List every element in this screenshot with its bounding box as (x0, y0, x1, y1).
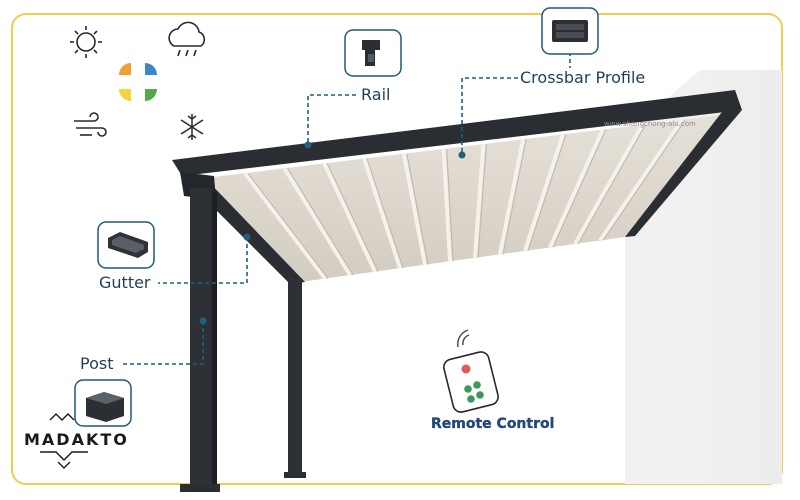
crossbar-slat (498, 138, 526, 255)
post-base (180, 484, 220, 492)
crossbar-profile-label: Crossbar Profile (520, 68, 646, 87)
crossbar-slat-shadow (366, 158, 404, 269)
wind-icon (74, 112, 107, 137)
top-rail-beam (172, 90, 742, 176)
crossbar-slat-shadow (527, 134, 567, 252)
rail-label: Rail (361, 85, 391, 104)
madakto-logo-text: MADAKTO (24, 430, 129, 449)
crossbar-slat (548, 128, 605, 249)
rail-leader (307, 94, 358, 142)
madakto-emblem (40, 413, 88, 469)
crossbar-slat-shadow (287, 168, 354, 276)
crossbar-slat (322, 162, 377, 273)
snowflake-icon (180, 114, 204, 140)
gutter-leader (158, 237, 248, 284)
front-post (190, 188, 212, 492)
crossbar-slat (282, 167, 352, 277)
remote-control-icon (443, 329, 499, 413)
front-post-shade (212, 192, 217, 492)
crossbar-slat (362, 157, 402, 269)
crossbar-slat-shadow (326, 163, 379, 272)
rear-post-base (284, 472, 306, 478)
crossbar-slat-shadow (247, 172, 329, 279)
crossbar-leader (461, 77, 518, 152)
post-leader (121, 321, 204, 365)
petal-yellow (119, 89, 131, 101)
crossbar-slat (523, 133, 565, 252)
crossbar-slat-shadow (446, 148, 454, 262)
fabric-canopy (205, 115, 722, 282)
watermark-text: www.shangchong-alu.com (604, 120, 696, 128)
gutter-callout (97, 221, 155, 269)
petal-blue (145, 63, 157, 75)
crossbar-slat-shadow (477, 144, 487, 258)
rear-post (288, 278, 302, 476)
remote-control-label: Remote Control (431, 416, 555, 432)
crossbar-slat-shadow (406, 153, 429, 265)
post-callout (74, 379, 132, 427)
sun-icon (70, 26, 102, 58)
leader-dots (199, 141, 466, 325)
crossbar-slat-shadow (577, 124, 646, 245)
crossbar-slat (473, 143, 486, 258)
crossbar-slats (243, 118, 686, 280)
gutter-label: Gutter (99, 273, 151, 292)
crossbar-slat-shadow (502, 139, 527, 255)
cloud-rain-icon (168, 21, 206, 57)
petal-orange (119, 63, 131, 75)
crossbar-slat (401, 153, 427, 266)
rail-callout (344, 29, 402, 77)
crossbar-slat (598, 118, 684, 242)
crossbar-slat (573, 123, 645, 245)
right-beam (625, 110, 742, 237)
crossbar-slat (441, 148, 452, 262)
crossbar-slat (243, 171, 327, 280)
post-label: Post (80, 354, 114, 373)
crossbar-slat-shadow (602, 119, 686, 241)
petal-green (145, 89, 157, 101)
color-petals (119, 63, 157, 101)
pergola-roof (172, 90, 742, 284)
crossbar-slat-shadow (552, 129, 607, 248)
crossbar-callout (541, 7, 599, 55)
